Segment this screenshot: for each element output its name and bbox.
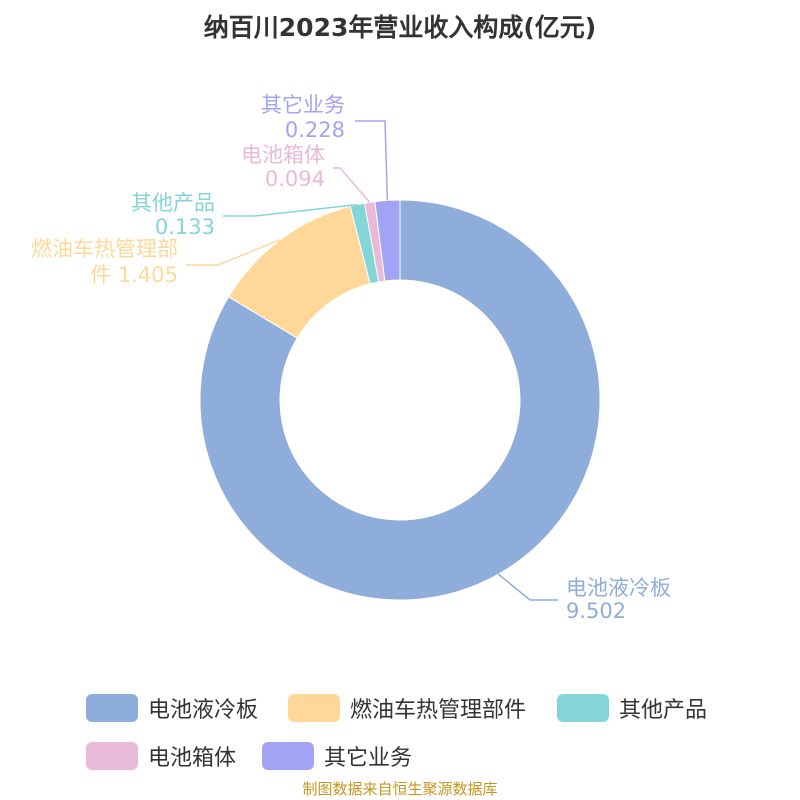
legend-swatch <box>288 694 340 722</box>
legend-label: 电池箱体 <box>148 746 237 771</box>
legend-item-4[interactable]: 其它业务 <box>262 740 412 772</box>
legend-swatch <box>86 742 138 770</box>
source-note: 制图数据来自恒生聚源数据库 <box>302 780 498 798</box>
slice-label-name: 其他产品 <box>131 191 215 215</box>
slice-label-name: 电池箱体 <box>241 143 325 167</box>
legend-label: 燃油车热管理部件 <box>350 698 527 723</box>
legend-item-3[interactable]: 电池箱体 <box>86 740 236 772</box>
slice-label-value: 0.228 <box>285 118 345 142</box>
legend-label: 电池液冷板 <box>148 698 259 723</box>
legend-item-0[interactable]: 电池液冷板 <box>86 692 258 724</box>
legend-swatch <box>86 694 138 722</box>
legend-label: 其他产品 <box>619 698 708 723</box>
chart-title: 纳百川2023年营业收入构成(亿元) <box>203 13 597 42</box>
legend-item-1[interactable]: 燃油车热管理部件 <box>288 692 526 724</box>
slice-label-name: 燃油车热管理部 <box>31 237 178 261</box>
slice-label-value: 0.094 <box>265 167 325 191</box>
legend-label: 其它业务 <box>324 746 413 771</box>
slice-label-name: 其它业务 <box>261 93 345 117</box>
legend-item-2[interactable]: 其他产品 <box>557 692 707 724</box>
slice-label-value: 0.133 <box>155 215 215 239</box>
slice-label-value: 件 1.405 <box>90 263 178 287</box>
slice-0[interactable] <box>199 199 601 601</box>
slice-label-value: 9.502 <box>566 599 626 623</box>
leader-line-0 <box>497 573 558 601</box>
leader-line-1 <box>186 238 281 266</box>
legend-swatch <box>262 742 314 770</box>
slice-4[interactable] <box>374 199 401 282</box>
legend-swatch <box>557 694 609 722</box>
leader-line-3 <box>333 167 371 203</box>
slice-label-name: 电池液冷板 <box>566 576 671 600</box>
leader-line-2 <box>223 203 358 217</box>
leader-line-4 <box>355 120 389 201</box>
